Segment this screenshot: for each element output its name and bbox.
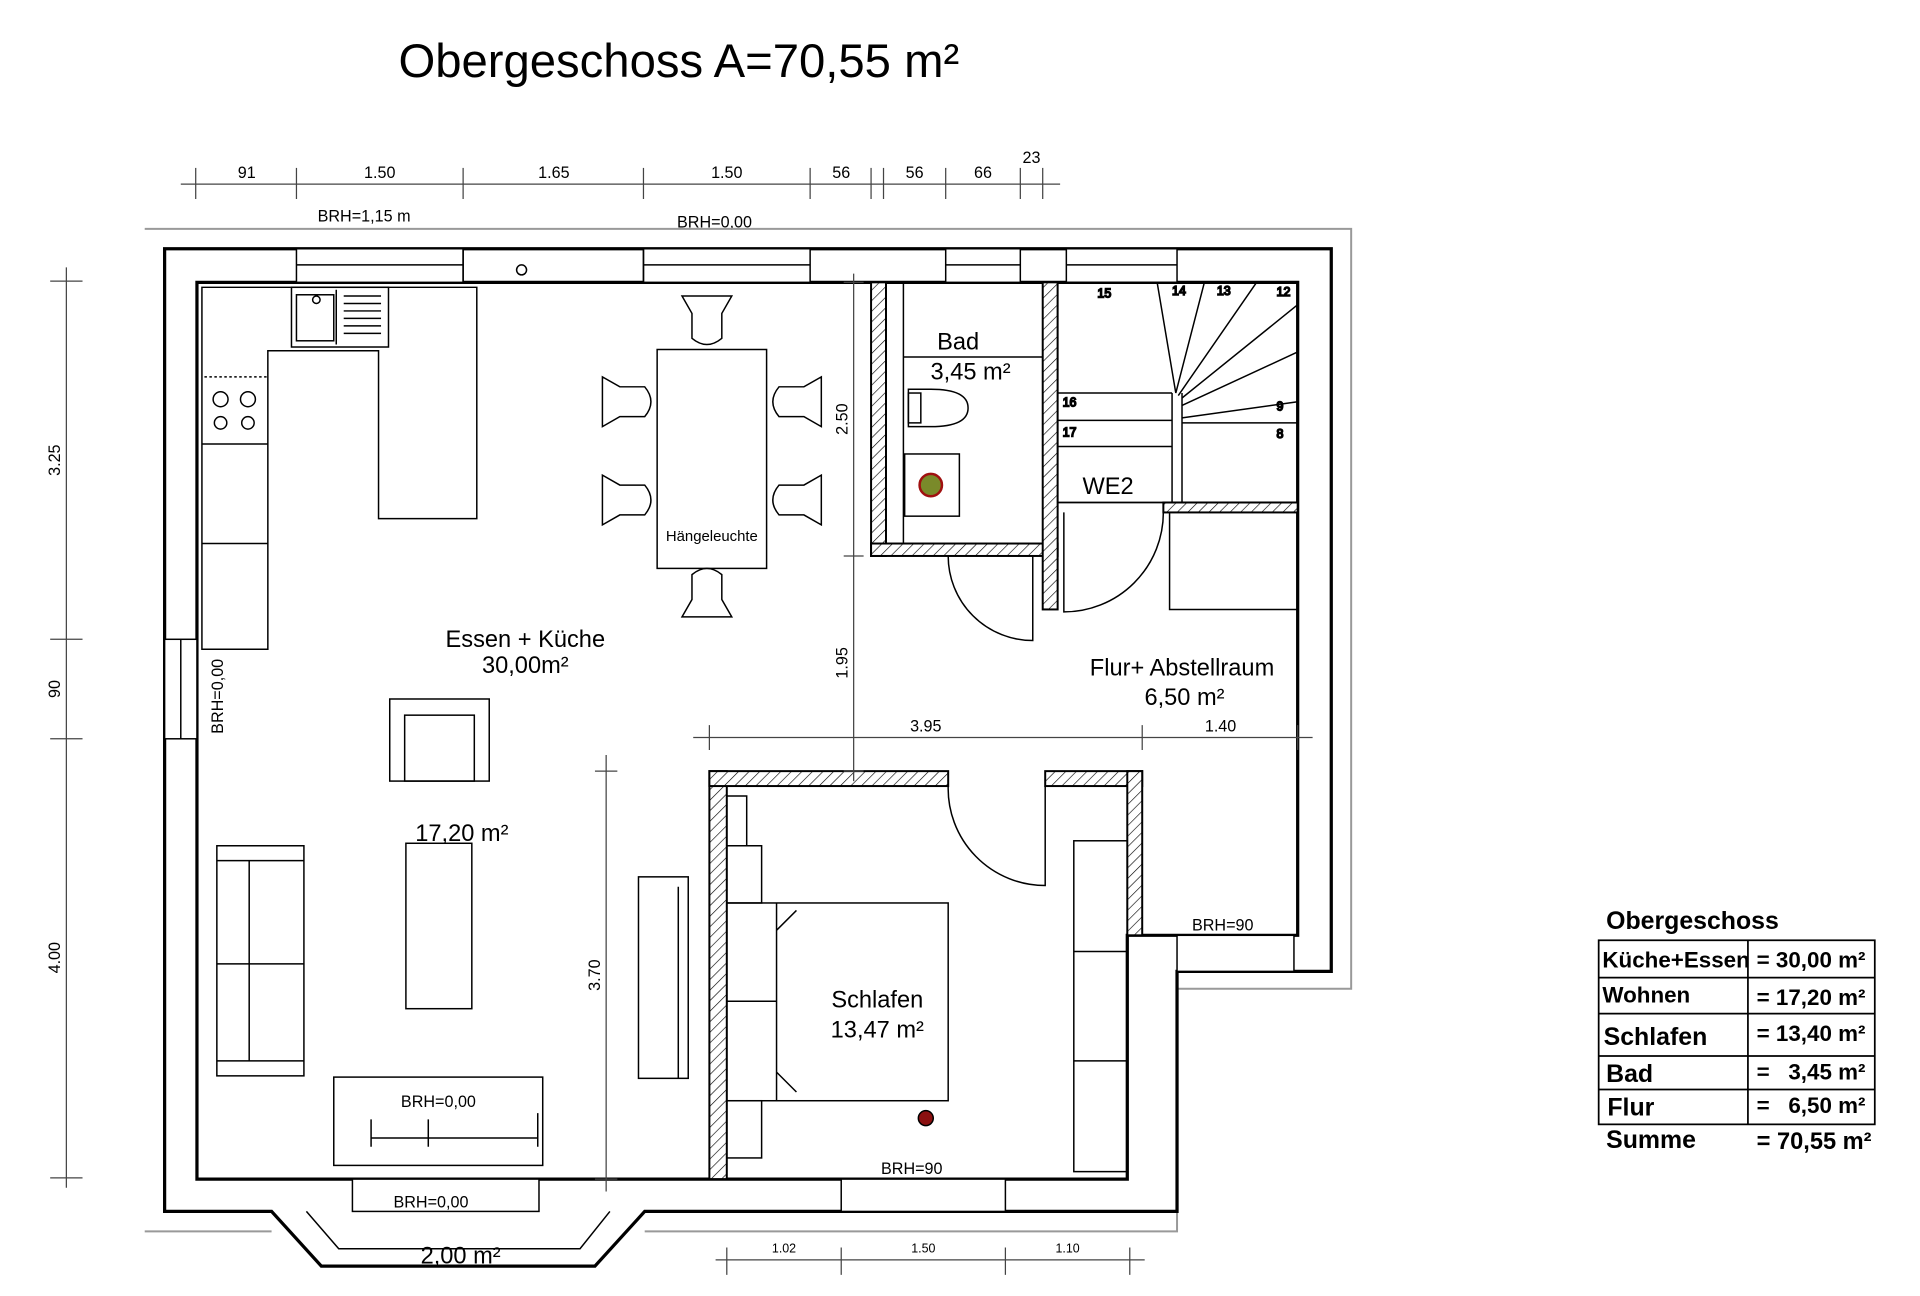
svg-text:1.95: 1.95: [833, 647, 851, 678]
room-wohnen-area: 17,20 m²: [415, 821, 508, 847]
room-flur-name: Flur+ Abstellraum: [1090, 655, 1274, 681]
svg-text:= 6,50 m²: = 6,50 m²: [1757, 1093, 1866, 1118]
svg-text:Flur: Flur: [1607, 1094, 1654, 1122]
svg-text:1.40: 1.40: [1205, 717, 1236, 735]
lamp-icon: [917, 1109, 935, 1127]
brh-label: BRH=0,00: [209, 659, 227, 734]
room-erker-area: 2,00 m²: [421, 1244, 501, 1270]
svg-text:Küche+Essen: Küche+Essen: [1602, 948, 1749, 973]
svg-text:4.00: 4.00: [46, 942, 64, 973]
svg-text:66: 66: [974, 164, 992, 182]
svg-text:91: 91: [238, 164, 256, 182]
room-flur-area: 6,50 m²: [1144, 685, 1224, 711]
brh-label: BRH=90: [1192, 916, 1254, 934]
room-essen-area: 30,00m²: [482, 653, 569, 679]
svg-text:16: 16: [1063, 396, 1077, 410]
svg-text:9: 9: [1277, 399, 1284, 413]
brh-label: BRH=0,00: [401, 1093, 476, 1111]
svg-text:23: 23: [1023, 149, 1041, 167]
svg-text:13: 13: [1217, 284, 1231, 298]
svg-text:3.25: 3.25: [46, 444, 64, 475]
svg-text:3.70: 3.70: [586, 959, 604, 990]
dining-table: [601, 295, 823, 618]
brh-label: BRH=90: [881, 1160, 943, 1178]
bath-fixtures: [903, 388, 969, 517]
svg-text:= 30,00 m²: = 30,00 m²: [1757, 948, 1866, 973]
roof-outline: [144, 227, 1353, 1233]
svg-text:Obergeschoss: Obergeschoss: [1606, 907, 1779, 935]
brh-label: BRH=0,00: [677, 214, 752, 232]
svg-text:= 3,45 m²: = 3,45 m²: [1757, 1060, 1866, 1085]
plan-title: Obergeschoss A=70,55 m²: [398, 35, 959, 88]
svg-text:2.50: 2.50: [833, 403, 851, 434]
svg-text:1.50: 1.50: [364, 164, 395, 182]
we2-label: WE2: [1083, 474, 1134, 500]
svg-text:14: 14: [1172, 284, 1186, 298]
washbasin-icon: [918, 472, 944, 498]
svg-text:= 13,40 m²: = 13,40 m²: [1757, 1021, 1866, 1046]
kitchen-counter: [201, 286, 478, 650]
interior-walls: [708, 281, 1299, 1181]
left-dimension-chain: 3.25 90 4.00: [46, 267, 83, 1188]
interior-dimensions: 2.50 1.95 3.95 1.40 3.70: [586, 273, 1313, 1192]
svg-text:56: 56: [832, 164, 850, 182]
svg-text:= 17,20 m²: = 17,20 m²: [1757, 985, 1866, 1010]
svg-text:1.02: 1.02: [772, 1241, 796, 1255]
living-furniture: [216, 698, 689, 1167]
staircase: 15 14 13 12 9 8 16 17: [1056, 281, 1299, 504]
svg-text:90: 90: [46, 680, 64, 698]
svg-text:8: 8: [1277, 427, 1284, 441]
bedroom-furniture: [726, 840, 1129, 1173]
top-dimension-chain: 91 1.50 1.65 1.50 56 56 66 23: [180, 149, 1061, 200]
brh-label: BRH=0,00: [393, 1194, 468, 1212]
svg-text:15: 15: [1097, 286, 1111, 300]
brh-label: BRH=1,15 m: [318, 207, 411, 225]
lamp-label: Hängeleuchte: [666, 528, 758, 545]
svg-text:17: 17: [1063, 426, 1077, 440]
svg-text:1.65: 1.65: [538, 164, 569, 182]
stove-icon: [212, 391, 257, 430]
bottom-dimension-chain: 1.02 1.50 1.10: [715, 1241, 1145, 1275]
svg-text:1.50: 1.50: [711, 164, 742, 182]
svg-text:Wohnen: Wohnen: [1602, 982, 1690, 1007]
room-essen-name: Essen + Küche: [446, 627, 606, 653]
room-schlafen-area: 13,47 m²: [831, 1017, 924, 1043]
svg-text:Summe: Summe: [1606, 1126, 1696, 1154]
svg-text:Bad: Bad: [1606, 1060, 1653, 1088]
svg-text:56: 56: [906, 164, 924, 182]
svg-text:3.95: 3.95: [910, 717, 941, 735]
exterior-walls: [162, 247, 1333, 1268]
room-schlafen-name: Schlafen: [831, 987, 923, 1013]
room-bad-name: Bad: [937, 329, 979, 355]
svg-text:= 70,55 m²: = 70,55 m²: [1757, 1129, 1872, 1155]
area-summary-table: Obergeschoss Küche+Essen = 30,00 m² Wohn…: [1597, 907, 1876, 1155]
chair-icon: [601, 295, 823, 618]
svg-text:1.50: 1.50: [911, 1241, 935, 1255]
svg-text:Schlafen: Schlafen: [1604, 1023, 1708, 1051]
room-bad-area: 3,45 m²: [931, 359, 1011, 385]
svg-text:1.10: 1.10: [1055, 1241, 1079, 1255]
svg-text:12: 12: [1277, 285, 1291, 299]
